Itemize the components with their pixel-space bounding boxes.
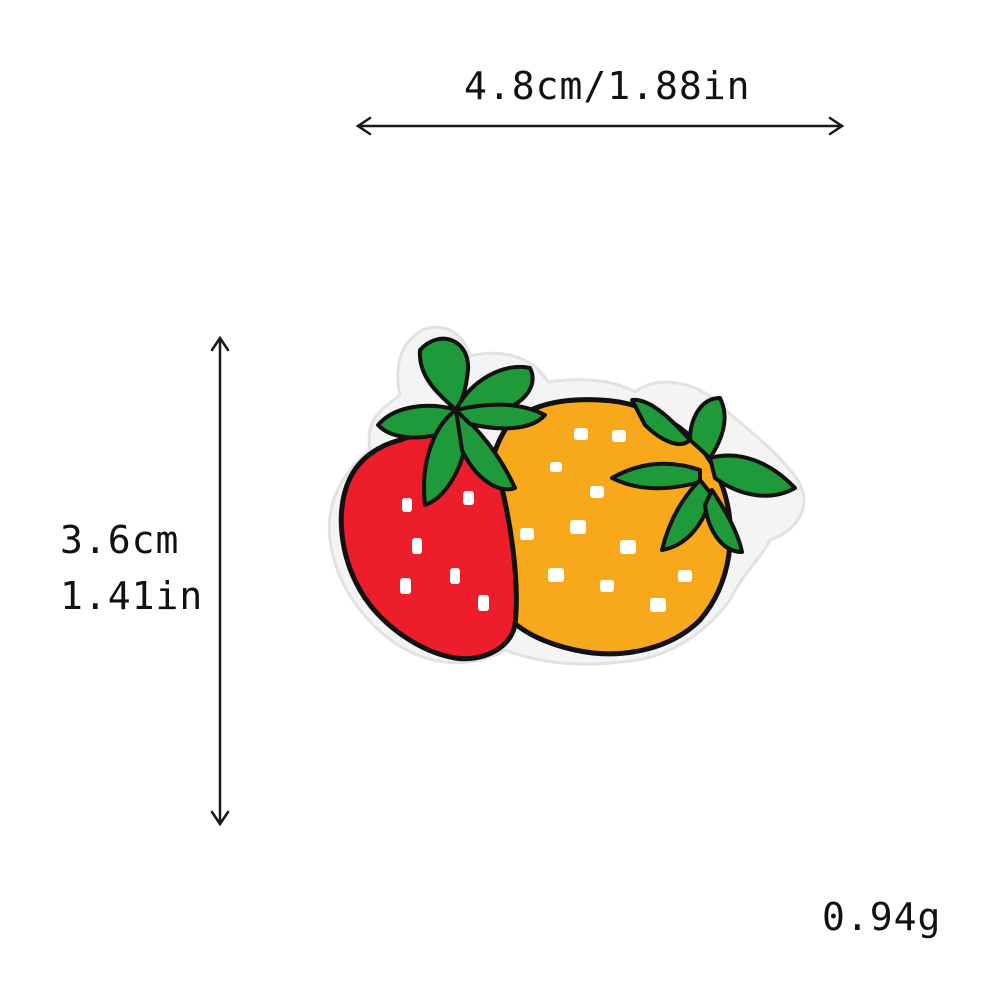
red-berry-leaves: [376, 336, 547, 507]
red-berry-seeds: [400, 491, 489, 611]
yellow-berry-leaves: [610, 396, 797, 554]
width-label: 4.8cm/1.88in: [464, 64, 751, 108]
yellow-berry-seeds: [520, 428, 692, 612]
height-label-in: 1.41in: [60, 574, 204, 618]
width-arrow: [355, 116, 845, 136]
height-arrow: [210, 335, 230, 827]
strawberry-patch-icon: [327, 325, 806, 666]
height-label-cm: 3.6cm: [60, 518, 180, 562]
weight-label: 0.94g: [822, 895, 942, 939]
